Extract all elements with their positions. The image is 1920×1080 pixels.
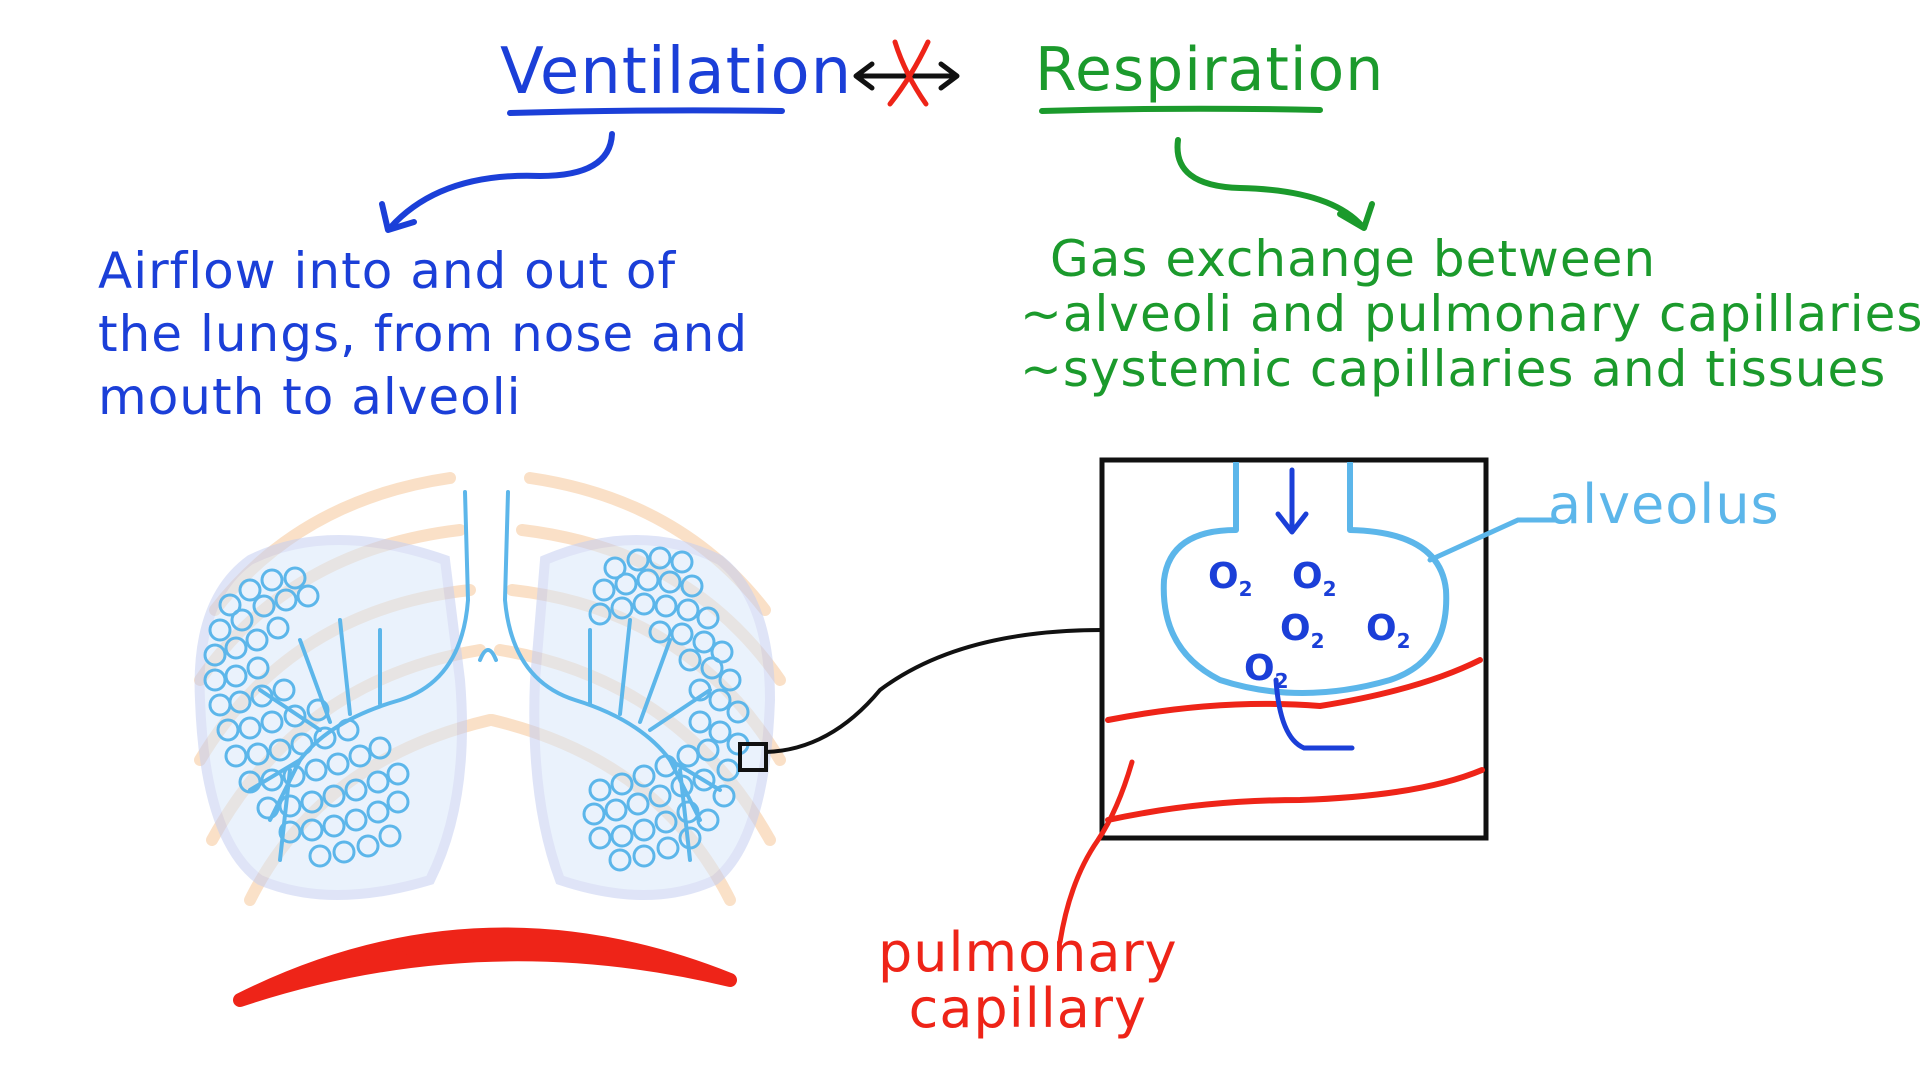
ventilation-definition-line-2: the lungs, from nose and bbox=[98, 305, 749, 363]
respiration-definition: Gas exchange between ~alveoli and pulmon… bbox=[1020, 230, 1920, 397]
zoom-connector-line bbox=[764, 628, 1104, 754]
airway-tree bbox=[248, 490, 722, 862]
capillary-label-line-1: pulmonary bbox=[878, 921, 1178, 984]
capillary-lower-wall bbox=[1105, 767, 1485, 823]
respiration-definition-line-3: ~systemic capillaries and tissues bbox=[1020, 340, 1887, 398]
left-lung-outline bbox=[194, 535, 467, 900]
oxygen-molecule: O2 bbox=[1208, 556, 1253, 602]
ventilation-definition-line-1: Airflow into and out of bbox=[98, 242, 677, 300]
respiration-title: Respiration bbox=[1035, 35, 1385, 105]
oxygen-molecule: O2 bbox=[1292, 556, 1337, 602]
respiration-definition-line-1: Gas exchange between bbox=[1050, 230, 1657, 288]
respiration-underline bbox=[1039, 105, 1323, 114]
ventilation-definition-line-3: mouth to alveoli bbox=[98, 368, 522, 426]
capillary-label-leader bbox=[1057, 759, 1135, 945]
capillary-label-line-2: capillary bbox=[908, 977, 1147, 1040]
right-lung-outline bbox=[529, 535, 776, 900]
oxygen-molecule: O2 bbox=[1280, 608, 1325, 654]
ventilation-arrowhead bbox=[379, 201, 417, 233]
ventilation-definition: Airflow into and out of the lungs, from … bbox=[98, 240, 748, 429]
oxygen-molecule: O2 bbox=[1366, 608, 1411, 654]
diaphragm bbox=[233, 927, 737, 1007]
respiration-arrowhead bbox=[1337, 201, 1375, 231]
alveolus-label: alveolus bbox=[1548, 473, 1780, 536]
ventilation-arrow bbox=[387, 131, 615, 231]
alveolus-label-leader bbox=[1427, 517, 1559, 563]
left-alveoli-cluster bbox=[203, 566, 410, 868]
capillary-upper-wall bbox=[1105, 657, 1483, 723]
oxygen-diffusion-path bbox=[1273, 677, 1355, 751]
zoom-source-square bbox=[738, 742, 768, 772]
double-arrow-crossed-icon bbox=[853, 39, 960, 107]
alveolus-outline bbox=[1160, 462, 1450, 696]
airflow-arrowhead bbox=[1275, 511, 1309, 535]
ventilation-title: Ventilation bbox=[500, 35, 853, 109]
pulmonary-capillary-label: pulmonary capillary bbox=[878, 925, 1178, 1037]
right-alveoli-cluster bbox=[582, 546, 750, 872]
respiration-definition-line-2: ~alveoli and pulmonary capillaries bbox=[1020, 285, 1920, 343]
oxygen-molecule: O2 bbox=[1244, 648, 1289, 694]
respiration-arrow bbox=[1174, 137, 1365, 229]
ventilation-underline bbox=[507, 107, 785, 116]
